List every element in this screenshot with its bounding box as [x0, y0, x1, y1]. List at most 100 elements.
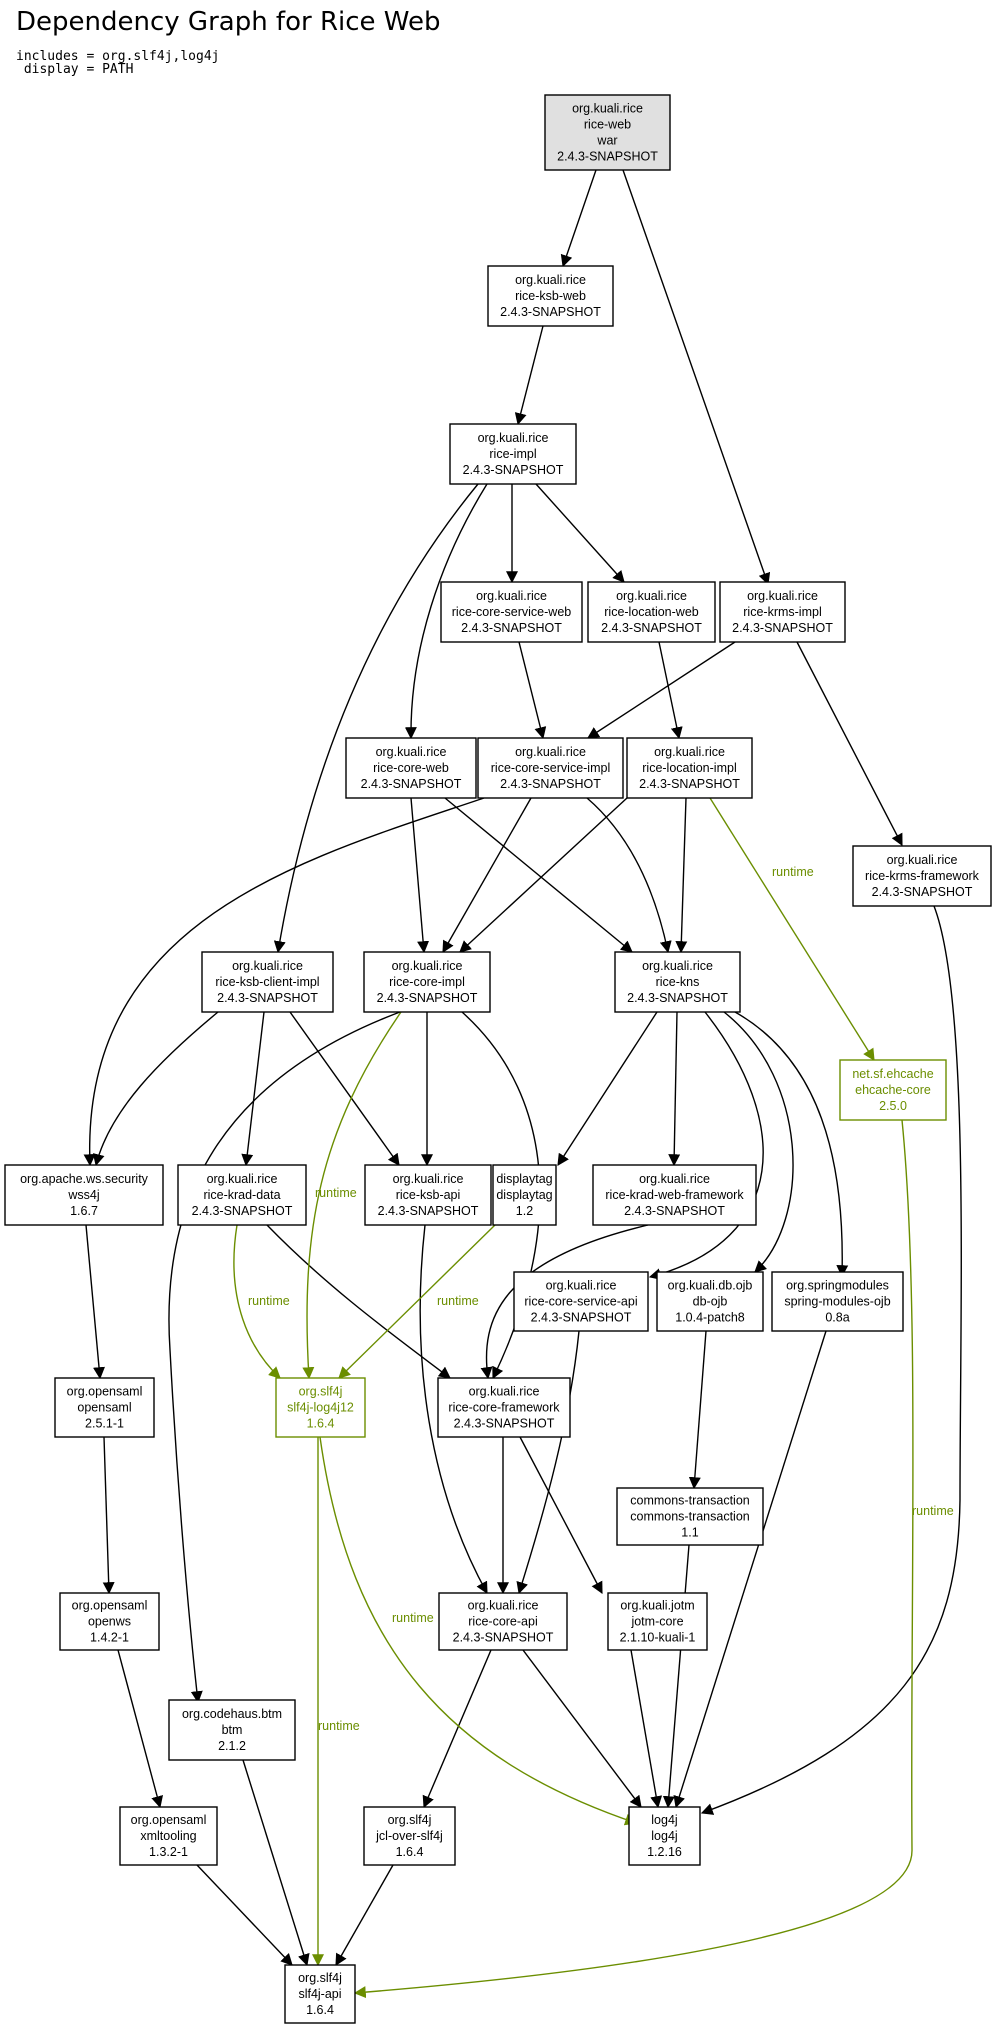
node-box-core-api [438, 1592, 568, 1651]
edge-impl-to-ksb-client-impl [273, 483, 479, 954]
node-box-impl [449, 423, 577, 485]
node-label-commons-transaction-0: commons-transaction [630, 1494, 750, 1508]
node-label-opensaml-0: org.opensaml [67, 1385, 143, 1399]
node-box-krms-framework [852, 845, 992, 907]
edge-krad-data-to-core-framework [266, 1224, 451, 1379]
node-box-slf4j-api [284, 1964, 356, 2024]
node-label-slf4j-api-0: org.slf4j [298, 1971, 342, 1985]
edge-core-service-api-to-core-api [516, 1330, 580, 1595]
node-label-krad-data-1: rice-krad-data [203, 1188, 280, 1202]
node-box-openws [59, 1592, 160, 1651]
node-box-krms-impl [719, 581, 846, 643]
node-label-location-impl-1: rice-location-impl [642, 761, 736, 775]
node-label-db-ojb-1: db-ojb [693, 1295, 728, 1309]
edge-core-api-to-jcl-over-slf4j [422, 1649, 492, 1809]
edge-impl-to-location-web [535, 483, 625, 583]
edge-jotm-core-to-log4j [630, 1649, 663, 1809]
node-label-db-ojb-0: org.kuali.db.ojb [668, 1279, 753, 1293]
node-label-displaytag-2: 1.2 [516, 1204, 533, 1218]
edge-opensaml-to-openws [102, 1436, 115, 1595]
node-label-location-web-1: rice-location-web [604, 605, 699, 619]
node-core-service-web: org.kuali.ricerice-core-service-web2.4.3… [440, 581, 583, 643]
edge-krms-impl-to-krms-framework [796, 641, 903, 847]
node-label-impl-0: org.kuali.rice [478, 431, 549, 445]
node-box-slf4j-log4j12 [275, 1377, 366, 1438]
node-label-core-impl-0: org.kuali.rice [392, 959, 463, 973]
edge-core-framework-to-jotm-core [519, 1436, 603, 1595]
edge-ksb-client-impl-to-krad-data [241, 1011, 265, 1167]
node-label-xmltooling-1: xmltooling [140, 1829, 196, 1843]
node-label-slf4j-log4j12-0: org.slf4j [299, 1385, 343, 1399]
edge-rice-web-to-krms-impl [622, 169, 771, 586]
edge-krms-framework-to-log4j [700, 905, 962, 1815]
node-label-log4j-2: 1.2.16 [647, 1845, 682, 1859]
node-label-ksb-api-1: rice-ksb-api [396, 1188, 461, 1202]
edge-xmltooling-to-slf4j-api [196, 1864, 293, 1966]
node-label-core-impl-2: 2.4.3-SNAPSHOT [377, 991, 478, 1005]
node-label-jcl-over-slf4j-2: 1.6.4 [396, 1845, 424, 1859]
node-label-xmltooling-2: 1.3.2-1 [149, 1845, 188, 1859]
node-box-kns [614, 951, 741, 1013]
node-box-wss4j [4, 1164, 164, 1226]
node-label-core-framework-1: rice-core-framework [448, 1401, 560, 1415]
edge-core-api-to-log4j [522, 1649, 642, 1808]
edge-slf4j-log4j12-to-log4j [319, 1436, 638, 1826]
node-label-displaytag-1: displaytag [496, 1188, 552, 1202]
edge-label-krad-data-slf4j-log4j12: runtime [248, 1294, 290, 1308]
node-core-impl: org.kuali.ricerice-core-impl2.4.3-SNAPSH… [363, 951, 491, 1013]
node-label-ksb-web-2: 2.4.3-SNAPSHOT [500, 305, 601, 319]
graph-title: Dependency Graph for Rice Web [16, 7, 440, 37]
option-includes: includes = org.slf4j,log4j [16, 49, 220, 64]
node-core-service-api: org.kuali.ricerice-core-service-api2.4.3… [513, 1271, 649, 1332]
node-label-impl-2: 2.4.3-SNAPSHOT [463, 463, 564, 477]
node-label-impl-1: rice-impl [489, 447, 536, 461]
node-label-btm-2: 2.1.2 [218, 1739, 246, 1753]
node-label-log4j-0: log4j [651, 1813, 677, 1827]
node-label-location-web-2: 2.4.3-SNAPSHOT [601, 621, 702, 635]
node-label-jotm-core-1: jotm-core [630, 1615, 683, 1629]
edge-core-impl-to-btm [168, 1011, 401, 1704]
node-label-core-web-0: org.kuali.rice [376, 745, 447, 759]
node-label-krms-framework-2: 2.4.3-SNAPSHOT [872, 885, 973, 899]
node-impl: org.kuali.rice rice-impl 2.4.3-SNAPSHOT [449, 423, 577, 485]
node-box-core-service-impl [477, 737, 624, 799]
node-box-location-web [587, 581, 716, 643]
node-label-opensaml-2: 2.5.1-1 [85, 1417, 124, 1431]
node-box-core-service-web [440, 581, 583, 643]
node-box-displaytag [492, 1164, 557, 1226]
node-label-krad-data-0: org.kuali.rice [207, 1172, 278, 1186]
node-core-web: org.kuali.ricerice-core-web2.4.3-SNAPSHO… [345, 737, 477, 799]
node-label-core-service-api-2: 2.4.3-SNAPSHOT [531, 1311, 632, 1325]
edge-commons-transaction-to-log4j [662, 1544, 690, 1809]
node-label-core-service-web-2: 2.4.3-SNAPSHOT [461, 621, 562, 635]
node-label-kns-0: org.kuali.rice [642, 959, 713, 973]
node-label-kns-2: 2.4.3-SNAPSHOT [627, 991, 728, 1005]
edge-label-displaytag-slf4j-log4j12: runtime [437, 1294, 479, 1308]
node-label-core-service-api-0: org.kuali.rice [546, 1279, 617, 1293]
node-label-krad-web-framework-0: org.kuali.rice [639, 1172, 710, 1186]
edge-kns-to-core-service-api [648, 1011, 764, 1281]
node-label-rice-web-2: war [596, 134, 617, 148]
nodes-layer: org.kuali.ricerice-webwar2.4.3-SNAPSHOTo… [4, 94, 992, 2024]
node-ksb-client-impl: org.kuali.ricerice-ksb-client-impl2.4.3-… [201, 951, 334, 1013]
node-label-rice-web-3: 2.4.3-SNAPSHOT [557, 150, 658, 164]
edge-kns-to-krad-web-framework [668, 1011, 681, 1167]
edge-ksb-client-impl-to-ksb-api [289, 1011, 400, 1166]
node-label-location-impl-2: 2.4.3-SNAPSHOT [639, 777, 740, 791]
node-label-core-framework-0: org.kuali.rice [469, 1385, 540, 1399]
edge-core-web-to-core-impl [410, 797, 430, 954]
node-label-core-api-1: rice-core-api [468, 1615, 537, 1629]
edge-core-service-impl-to-wss4j [83, 797, 485, 1167]
edge-openws-to-xmltooling [117, 1649, 164, 1809]
edge-core-impl-to-slf4j-log4j12 [302, 1011, 402, 1380]
node-label-ehcache-2: 2.5.0 [879, 1099, 907, 1113]
node-label-core-service-web-0: org.kuali.rice [476, 589, 547, 603]
